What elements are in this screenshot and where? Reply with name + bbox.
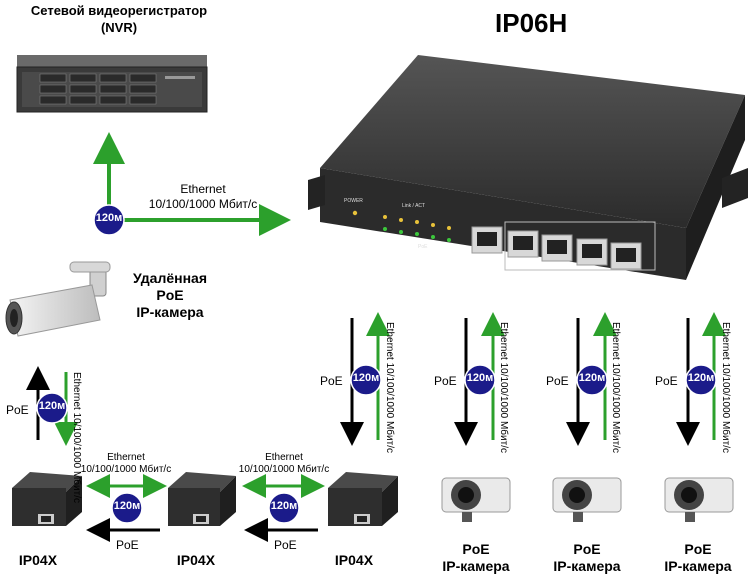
distance-label-port2: 120м [466,372,494,384]
extender-label-2: IP04X [176,552,216,568]
nvr-label-line2: (NVR) [100,20,138,35]
ethernet-vertical-port4: Ethernet 10/100/1000 Мбит/с [720,322,731,453]
poe-label-port3: PoE [546,374,569,388]
switch-link-label: Link / ACT [402,203,426,209]
ethernet-vertical-port1: Ethernet 10/100/1000 Мбит/с [384,322,395,453]
camera-3-label-line1: PoE [684,541,712,557]
switch-poe-label: PoE [418,244,428,250]
ext2-ethernet-speed: 10/100/1000 Мбит/с [238,464,330,475]
extender-label-1: IP04X [18,552,58,568]
nvr-device [16,55,208,113]
distance-badges [36,204,717,524]
ext1-poe-label: PoE [116,538,139,552]
ext1-ethernet-speed: 10/100/1000 Мбит/с [80,464,172,475]
distance-label-port4: 120м [687,372,715,384]
poe-label-port4: PoE [655,374,678,388]
extender-1 [12,472,82,526]
extenders [12,472,398,526]
extender-3 [328,472,398,526]
nvr-connection [93,132,291,236]
ip06h-switch [308,55,748,280]
remote-bullet-camera [5,261,111,337]
switch-power-label: POWER [344,198,363,204]
camera-2-label-line2: IP-камера [553,558,621,574]
nvr-ethernet-speed: 10/100/1000 Мбит/с [148,197,258,211]
ethernet-vertical-port2: Ethernet 10/100/1000 Мбит/с [498,322,509,453]
remote-camera-label-3: IP-камера [136,304,204,320]
camera-3-label-line2: IP-камера [664,558,732,574]
box-camera-3 [664,477,734,522]
distance-label-remote: 120м [38,400,66,412]
poe-label-port2: PoE [434,374,457,388]
extender-2 [168,472,236,526]
box-camera-1 [441,477,511,522]
ext1-ethernet-label: Ethernet [107,452,145,463]
distance-label-ext2: 120м [270,500,298,512]
poe-label-remote: PoE [6,403,29,417]
distance-label-port1: 120м [352,372,380,384]
box-cameras [441,477,734,522]
distance-label-port3: 120м [578,372,606,384]
camera-1-label-line1: PoE [462,541,490,557]
remote-camera-label-2: PoE [156,287,184,303]
ethernet-vertical-port3: Ethernet 10/100/1000 Мбит/с [610,322,621,453]
nvr-ethernet-label: Ethernet [180,182,226,196]
remote-camera-label-1: Удалённая [132,270,208,286]
nvr-label-line1: Сетевой видеорегистратор [30,3,208,18]
extender-links [86,474,325,542]
camera-1-label-line2: IP-камера [442,558,510,574]
extender-label-3: IP04X [334,552,374,568]
ext2-poe-label: PoE [274,538,297,552]
box-camera-2 [552,477,622,522]
ext2-ethernet-label: Ethernet [265,452,303,463]
ethernet-vertical-remote: Ethernet 10/100/1000 Мбит/с [71,372,82,503]
distance-label-nvr: 120м [95,212,123,224]
camera-2-label-line1: PoE [573,541,601,557]
poe-label-port1: PoE [320,374,343,388]
page-title: IP06H [495,8,568,38]
distance-label-ext1: 120м [113,500,141,512]
